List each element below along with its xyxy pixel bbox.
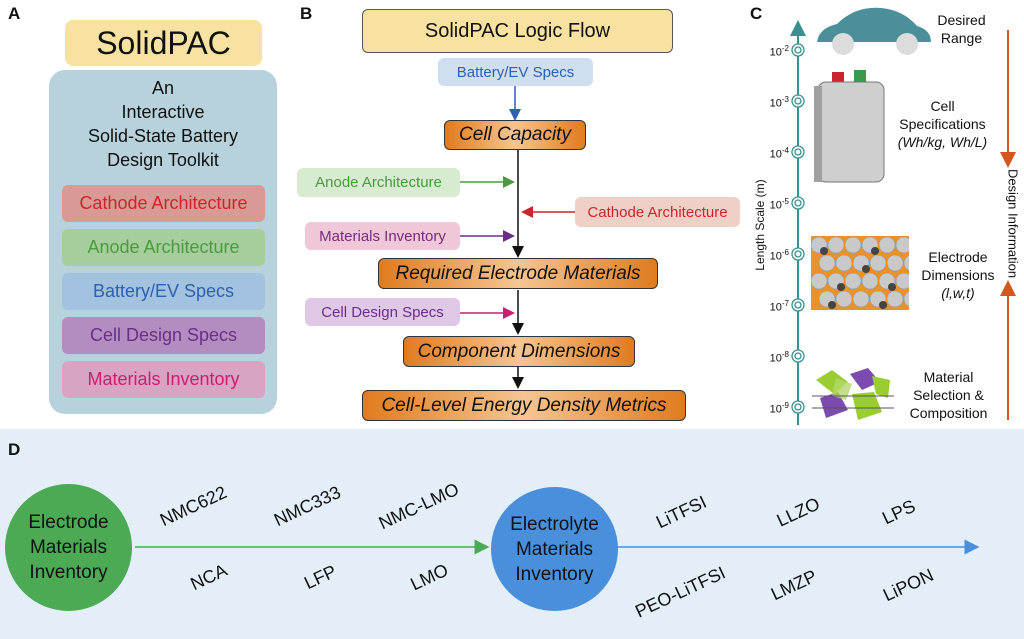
electrode-dark-particle — [820, 247, 828, 255]
logic-flow-title: SolidPAC Logic Flow — [362, 9, 673, 53]
electrode-particle — [844, 236, 862, 254]
pouch-cell-icon — [814, 70, 885, 183]
cathode-architecture-item: Cathode Architecture — [62, 185, 265, 222]
subtitle-line: An — [151, 78, 175, 98]
car-icon — [817, 7, 931, 55]
cathode-architecture-input: Cathode Architecture — [575, 197, 740, 227]
electrode-particle — [878, 236, 896, 254]
subtitle-line: Interactive — [121, 102, 205, 122]
materials-inventory-item: Materials Inventory — [62, 361, 265, 398]
cell-design-specs-input: Cell Design Specs — [305, 298, 460, 326]
electrode-particle — [886, 254, 904, 272]
battery-ev-specs-item: Battery/EV Specs — [62, 273, 265, 310]
electrode-particle — [903, 291, 909, 307]
tick-label: 10-6 — [769, 248, 789, 263]
electrode-dark-particle — [879, 301, 887, 309]
tick-label: 10-5 — [769, 197, 789, 212]
cell-level-energy-density-step: Cell-Level Energy Density Metrics — [362, 390, 686, 421]
solidpac-title: SolidPAC — [65, 20, 262, 66]
tick-label: 10-9 — [769, 401, 789, 416]
axis-tick-ring — [794, 97, 802, 105]
electrode-dark-particle — [888, 283, 896, 291]
tick-label: 10-7 — [769, 299, 789, 314]
anode-architecture-item: Anode Architecture — [62, 229, 265, 266]
tick-label: 10-2 — [769, 44, 789, 59]
electrode-dark-particle — [837, 283, 845, 291]
electrode-particle — [895, 272, 909, 290]
axis-tick-rings — [791, 43, 805, 414]
electrode-microstructure-icon — [811, 236, 909, 310]
materials-flow-line — [135, 539, 980, 555]
axis-tick-ring — [794, 199, 802, 207]
anode-architecture-input: Anode Architecture — [297, 168, 460, 197]
axis-tick-ring — [794, 46, 802, 54]
electrode-particle — [861, 272, 879, 290]
cell-capacity-step: Cell Capacity — [444, 120, 586, 150]
electrode-particle — [811, 272, 828, 290]
axis-tick-ring — [794, 301, 802, 309]
tick-label: 10-3 — [769, 95, 789, 110]
electrode-particle — [852, 290, 870, 308]
electrode-dark-particle — [871, 247, 879, 255]
axis-tick-ring — [794, 352, 802, 360]
electrode-particle — [818, 254, 836, 272]
electrode-particle — [844, 272, 862, 290]
panel-label-a: A — [8, 4, 21, 23]
materials-inventory-input: Materials Inventory — [305, 222, 460, 250]
cell-design-specs-item: Cell Design Specs — [62, 317, 265, 354]
component-dimensions-step: Component Dimensions — [403, 336, 635, 367]
electrode-particle — [835, 254, 853, 272]
electrode-dark-particle — [828, 301, 836, 309]
length-scale-axis-label: Length Scale (m) — [753, 179, 767, 271]
electrode-particle — [835, 290, 853, 308]
electrode-particle — [827, 236, 845, 254]
axis-tick-ring — [794, 148, 802, 156]
subtitle-line: Design Toolkit — [107, 150, 219, 170]
toolkit-subtitle: An Interactive Solid-State Battery Desig… — [49, 76, 277, 172]
electrode-dark-particle — [862, 265, 870, 273]
crystal-structure-icon — [812, 368, 894, 420]
electrode-particle — [886, 290, 904, 308]
subtitle-line: Solid-State Battery — [87, 126, 239, 146]
tick-label: 10-4 — [769, 146, 789, 161]
required-electrode-materials-step: Required Electrode Materials — [378, 258, 658, 289]
flow-arrows — [460, 20, 1016, 425]
battery-ev-specs-input: Battery/EV Specs — [438, 58, 593, 86]
axis-tick-ring — [794, 403, 802, 411]
panel-label-c: C — [750, 4, 763, 23]
axis-tick-ring — [794, 250, 802, 258]
electrode-particle — [895, 236, 909, 254]
panel-label-b: B — [300, 4, 313, 23]
panel-label-d: D — [8, 440, 21, 459]
electrode-particle — [903, 255, 909, 271]
tick-label: 10-8 — [769, 350, 789, 365]
electrode-particle — [869, 254, 887, 272]
